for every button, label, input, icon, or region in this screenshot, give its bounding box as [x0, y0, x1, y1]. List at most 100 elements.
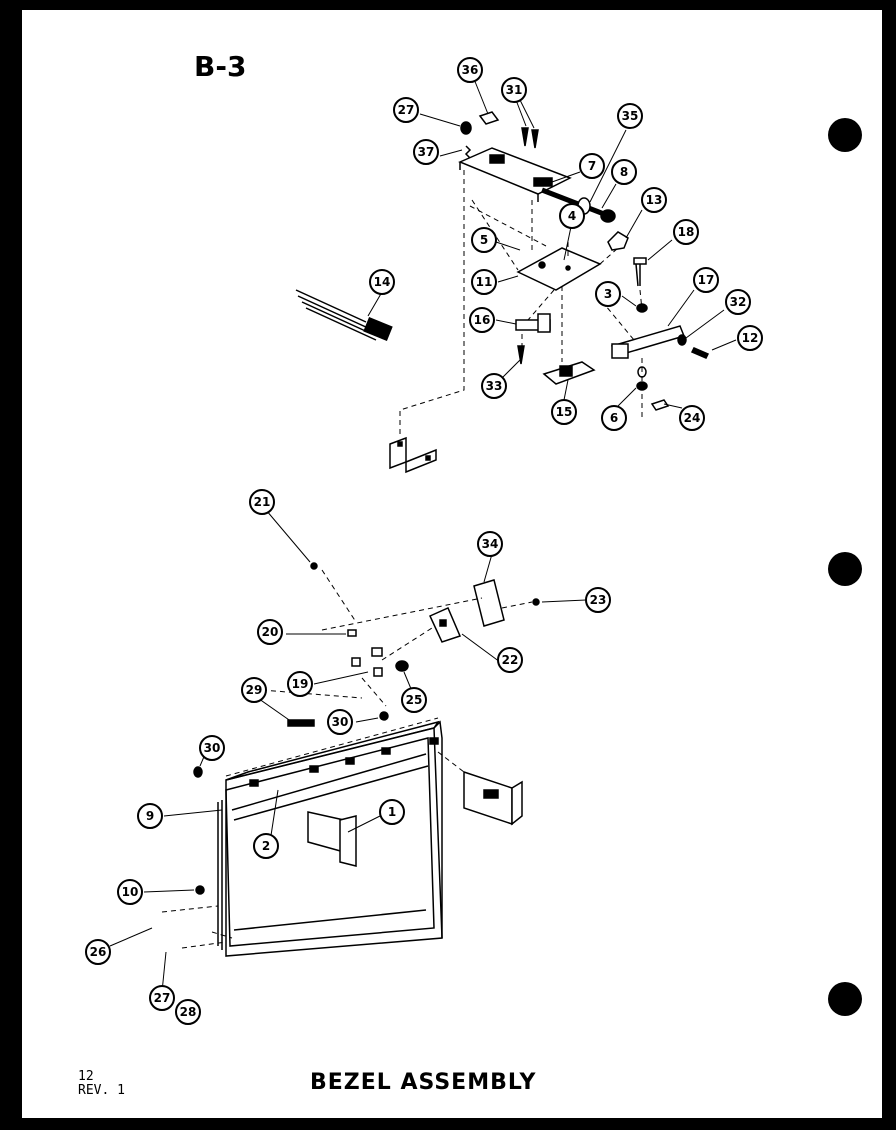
- screw-23-part: [532, 598, 540, 606]
- callout-2: 2: [253, 833, 279, 859]
- nut-part: [677, 334, 687, 346]
- svg-text:9: 9: [146, 809, 154, 823]
- callout-29: 29: [241, 677, 267, 703]
- svg-text:18: 18: [678, 225, 695, 239]
- callout-12: 12: [737, 325, 763, 351]
- page-number-block: 12 REV. 1: [78, 1069, 125, 1099]
- knob-part: [460, 121, 472, 135]
- svg-text:19: 19: [292, 677, 309, 691]
- exploded-view-diagram: 36 31 27 37 35 7 8 13 18 5 4 11 3 17 32 …: [85, 57, 763, 1025]
- bracket-15-part: [542, 361, 596, 385]
- callout-25: 25: [401, 687, 427, 713]
- svg-text:3: 3: [604, 287, 612, 301]
- svg-text:32: 32: [730, 295, 747, 309]
- svg-text:33: 33: [486, 379, 503, 393]
- binder-hole: [828, 118, 862, 152]
- mounting-plate-part: [516, 247, 602, 291]
- callout-27-top: 27: [393, 97, 419, 123]
- svg-text:26: 26: [90, 945, 107, 959]
- svg-text:36: 36: [462, 63, 479, 77]
- control-mechanism-group: [295, 111, 710, 474]
- svg-text:23: 23: [590, 593, 607, 607]
- clip-13-part: [607, 231, 629, 251]
- callout-21: 21: [249, 489, 275, 515]
- callout-30-left: 30: [199, 735, 225, 761]
- callout-5: 5: [471, 227, 497, 253]
- svg-text:25: 25: [406, 693, 423, 707]
- svg-text:15: 15: [556, 405, 573, 419]
- callout-4: 4: [559, 203, 585, 229]
- callout-32: 32: [725, 289, 751, 315]
- callout-37: 37: [413, 139, 439, 165]
- callout-18: 18: [673, 219, 699, 245]
- callout-30-mid: 30: [327, 709, 353, 735]
- svg-text:30: 30: [204, 741, 221, 755]
- svg-text:5: 5: [480, 233, 488, 247]
- spring-part: [464, 145, 472, 159]
- callout-34: 34: [477, 531, 503, 557]
- page-number: 12: [78, 1069, 94, 1084]
- svg-text:17: 17: [698, 273, 715, 287]
- svg-text:11: 11: [476, 275, 493, 289]
- svg-text:30: 30: [332, 715, 349, 729]
- callout-8: 8: [611, 159, 637, 185]
- svg-text:1: 1: [388, 805, 396, 819]
- callout-26: 26: [85, 939, 111, 965]
- pin-part: [633, 257, 647, 287]
- svg-text:7: 7: [588, 159, 596, 173]
- svg-text:35: 35: [622, 109, 639, 123]
- callout-28: 28: [175, 999, 201, 1025]
- panel-34-part: [473, 579, 505, 627]
- callout-9: 9: [137, 803, 163, 829]
- screw-30-part: [379, 711, 389, 721]
- wire-harness-part: [295, 289, 393, 341]
- callout-27-bottom: 27: [149, 985, 175, 1011]
- screw-10-part: [195, 885, 205, 895]
- callout-35: 35: [617, 103, 643, 129]
- callout-6: 6: [601, 405, 627, 431]
- small-parts-cluster: [347, 629, 409, 677]
- svg-text:12: 12: [742, 331, 759, 345]
- svg-text:14: 14: [374, 275, 391, 289]
- callout-36-top: 36: [457, 57, 483, 83]
- svg-text:6: 6: [610, 411, 618, 425]
- sheet-code: B-3: [194, 50, 247, 83]
- callout-10: 10: [117, 879, 143, 905]
- binder-hole: [828, 552, 862, 586]
- bezel-frame-group: [161, 562, 540, 957]
- switch-part: [515, 313, 551, 333]
- screw-pair-part: [521, 127, 539, 149]
- screw-12-part: [690, 347, 710, 359]
- svg-text:28: 28: [180, 1005, 197, 1019]
- callout-20: 20: [257, 619, 283, 645]
- callout-19: 19: [287, 671, 313, 697]
- svg-text:13: 13: [646, 193, 663, 207]
- drawing-sheet: B-3: [22, 10, 882, 1118]
- callout-16: 16: [469, 307, 495, 333]
- svg-text:31: 31: [506, 83, 523, 97]
- svg-text:24: 24: [684, 411, 701, 425]
- clip-24-part: [650, 399, 670, 411]
- callout-11: 11: [471, 269, 497, 295]
- svg-text:27: 27: [398, 103, 415, 117]
- screw-33-part: [517, 345, 525, 365]
- callout-23: 23: [585, 587, 611, 613]
- binder-hole: [828, 982, 862, 1016]
- svg-text:29: 29: [246, 683, 263, 697]
- callout-17: 17: [693, 267, 719, 293]
- callout-14: 14: [369, 269, 395, 295]
- screw-30-left-part: [193, 766, 203, 778]
- callout-22: 22: [497, 647, 523, 673]
- svg-text:34: 34: [482, 537, 499, 551]
- callout-33: 33: [481, 373, 507, 399]
- bracket-plate-part: [458, 147, 572, 202]
- callout-13: 13: [641, 187, 667, 213]
- callout-3: 3: [595, 281, 621, 307]
- svg-text:4: 4: [568, 209, 576, 223]
- lower-bracket-part: [389, 436, 437, 474]
- callout-24: 24: [679, 405, 705, 431]
- callout-1: 1: [379, 799, 405, 825]
- page-title: BEZEL ASSEMBLY: [310, 1070, 537, 1095]
- svg-text:22: 22: [502, 653, 519, 667]
- callout-15: 15: [551, 399, 577, 425]
